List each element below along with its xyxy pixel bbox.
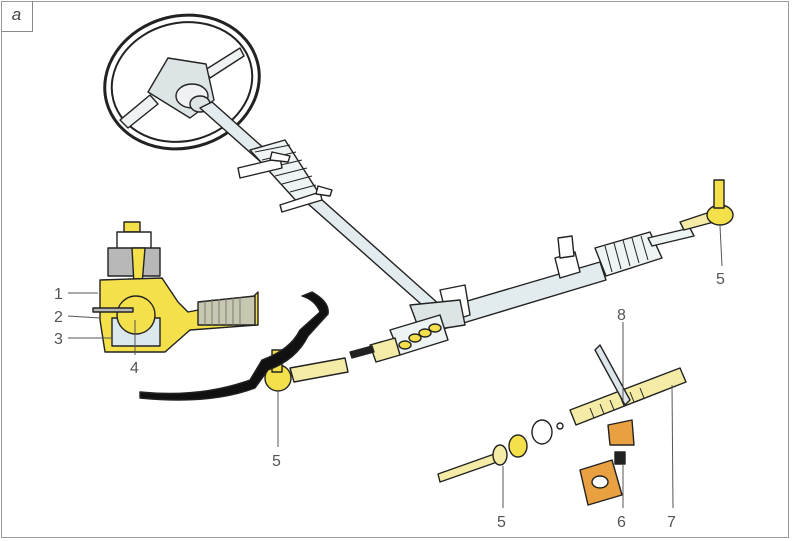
callout-5-left: 5	[272, 453, 281, 470]
steering-column	[199, 101, 441, 313]
callout-1: 1	[54, 286, 63, 303]
callout-3: 3	[54, 331, 63, 348]
steering-wheel	[103, 13, 261, 151]
tie-rod-end-right	[679, 179, 734, 231]
callout-6: 6	[617, 514, 626, 531]
callout-4: 4	[130, 360, 139, 377]
callout-5-right: 5	[716, 271, 725, 288]
exploded-rack-parts	[437, 344, 687, 506]
rack-housing	[349, 227, 695, 363]
callout-5-bottom: 5	[497, 514, 506, 531]
callout-7: 7	[667, 514, 676, 531]
leader-lines	[67, 225, 723, 509]
bracket-brace	[139, 291, 329, 401]
callout-8: 8	[617, 307, 626, 324]
callout-2: 2	[54, 309, 63, 326]
panel-label: a	[1, 1, 33, 32]
ball-joint-section	[92, 221, 259, 353]
